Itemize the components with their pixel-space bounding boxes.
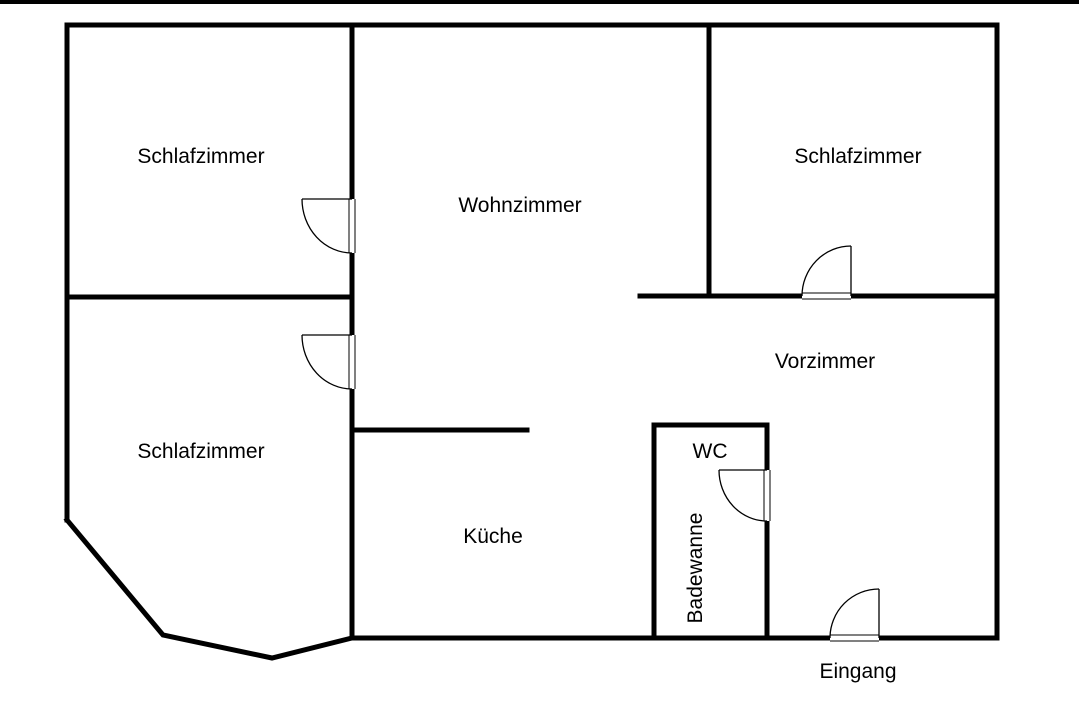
door-bedroom-bottom-left[interactable] [301, 334, 356, 390]
room-label-bedroom-bottom-left: Schlafzimmer [137, 440, 264, 463]
door-entrance[interactable] [829, 588, 880, 642]
door-bedroom-top-left[interactable] [301, 198, 356, 254]
door-wc[interactable] [718, 469, 771, 522]
room-label-bedroom-top-left: Schlafzimmer [137, 145, 264, 168]
room-label-hallway: Vorzimmer [775, 350, 875, 373]
door-bedroom-top-right[interactable] [801, 245, 852, 300]
interior-walls [64, 22, 1000, 641]
outer-walls [63, 22, 1000, 661]
entrance-label: Eingang [819, 660, 896, 683]
room-label-bedroom-top-right: Schlafzimmer [794, 145, 921, 168]
room-label-bathtub: Badewanne [684, 513, 707, 624]
room-label-living-room: Wohnzimmer [458, 194, 581, 217]
top-border [0, 0, 1079, 4]
room-label-kitchen: Küche [463, 525, 523, 548]
room-label-toilet: WC [693, 440, 728, 463]
